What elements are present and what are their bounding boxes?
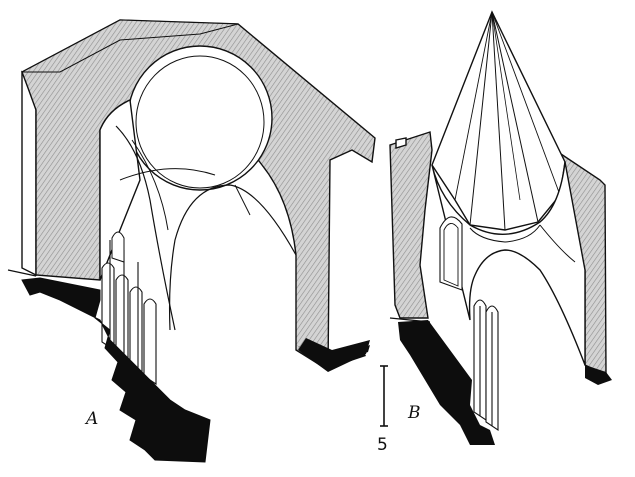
section-a-window	[111, 231, 125, 263]
section-a-rib-left	[115, 125, 176, 331]
section-a-foundation-left	[21, 277, 211, 463]
scale-label: 5	[377, 435, 388, 455]
section-b-colonnettes	[473, 299, 499, 432]
section-a-rib-cross	[119, 168, 216, 181]
section-b-spire-bay	[389, 10, 607, 432]
label-b: B	[407, 403, 421, 423]
scale-bar	[380, 365, 388, 427]
section-a-domed-bay	[7, 19, 376, 386]
section-a-rib-right	[168, 184, 297, 331]
section-b-foundation-right	[585, 365, 612, 385]
section-b-window	[439, 216, 463, 291]
section-a-dome-oculus	[127, 45, 273, 191]
section-b-arch-opening	[431, 161, 586, 366]
section-b-foundation	[398, 320, 495, 445]
section-b-left-wall	[389, 131, 433, 319]
label-a: A	[84, 409, 98, 429]
section-a-roof-top	[21, 19, 239, 73]
